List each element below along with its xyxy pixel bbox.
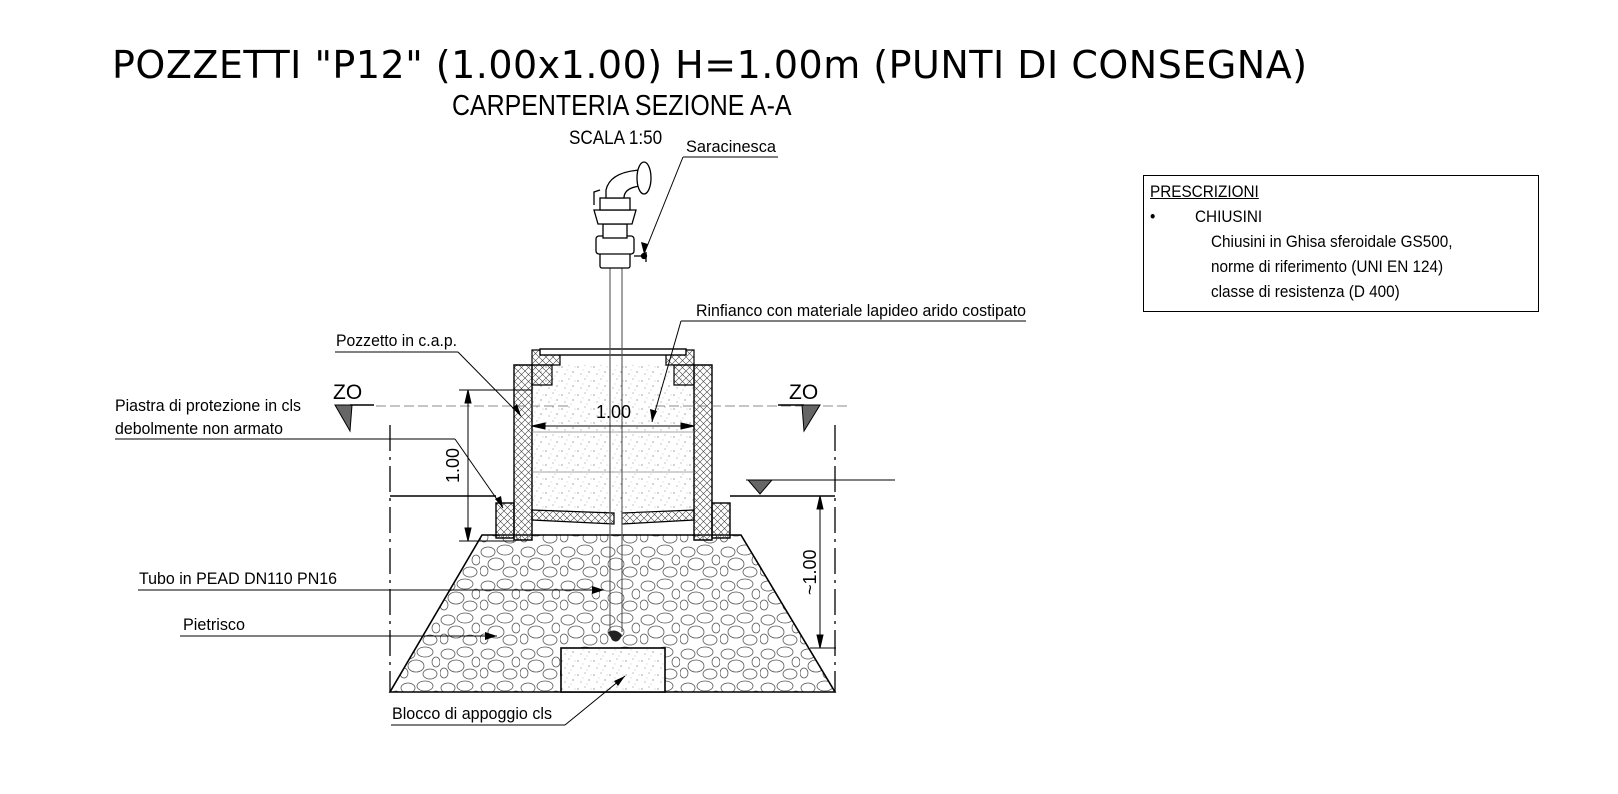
label-pietrisco: Pietrisco: [183, 615, 245, 634]
depth-dimension-label: ~1.00: [800, 549, 820, 595]
valve-icon: [593, 161, 652, 269]
page-title: POZZETTI "P12" (1.00x1.00) H=1.00m (PUNT…: [112, 43, 1308, 87]
width-dimension-label: 1.00: [596, 402, 631, 422]
prescrizioni-line: classe di resistenza (D 400): [1211, 282, 1400, 301]
precast-manhole: [513, 348, 713, 541]
pead-pipe: [608, 266, 623, 642]
scale-label: SCALA 1:50: [569, 128, 663, 149]
callout-arrowheads: [485, 242, 657, 686]
section-marker-left: [334, 404, 572, 433]
prescrizioni-heading: PRESCRIZIONI: [1150, 182, 1259, 201]
height-dimension-label: 1.00: [443, 448, 463, 483]
label-saracinesca: Saracinesca: [686, 137, 777, 156]
support-block: [560, 647, 666, 693]
label-blocco: Blocco di appoggio cls: [392, 704, 552, 723]
protection-slab: [495, 502, 731, 539]
label-pozzetto: Pozzetto in c.a.p.: [336, 331, 457, 350]
label-piastra-line2: debolmente non armato: [115, 419, 283, 438]
callout-leaders: [115, 156, 1026, 726]
terrain-level-icon: [746, 479, 895, 495]
section-marker-right: [655, 404, 850, 433]
label-piastra-line1: Piastra di protezione in cls: [115, 396, 301, 415]
label-rinfianco: Rinfianco con materiale lapideo arido co…: [696, 301, 1026, 320]
prescrizioni-line: norme di riferimento (UNI EN 124): [1211, 257, 1444, 276]
width-dimension: [531, 422, 695, 430]
prescrizioni-bullet: •: [1150, 207, 1156, 226]
prescrizioni-line: Chiusini in Ghisa sferoidale GS500,: [1211, 232, 1453, 251]
section-label-right: ZO: [789, 381, 818, 404]
section-subtitle: CARPENTERIA SEZIONE A-A: [452, 90, 792, 122]
prescrizioni-item: CHIUSINI: [1195, 207, 1263, 226]
depth-dimension: [810, 495, 836, 649]
prescrizioni-box: PRESCRIZIONI • CHIUSINI Chiusini in Ghis…: [1143, 175, 1539, 312]
label-tubo: Tubo in PEAD DN110 PN16: [139, 569, 337, 588]
section-label-left: ZO: [333, 381, 362, 404]
